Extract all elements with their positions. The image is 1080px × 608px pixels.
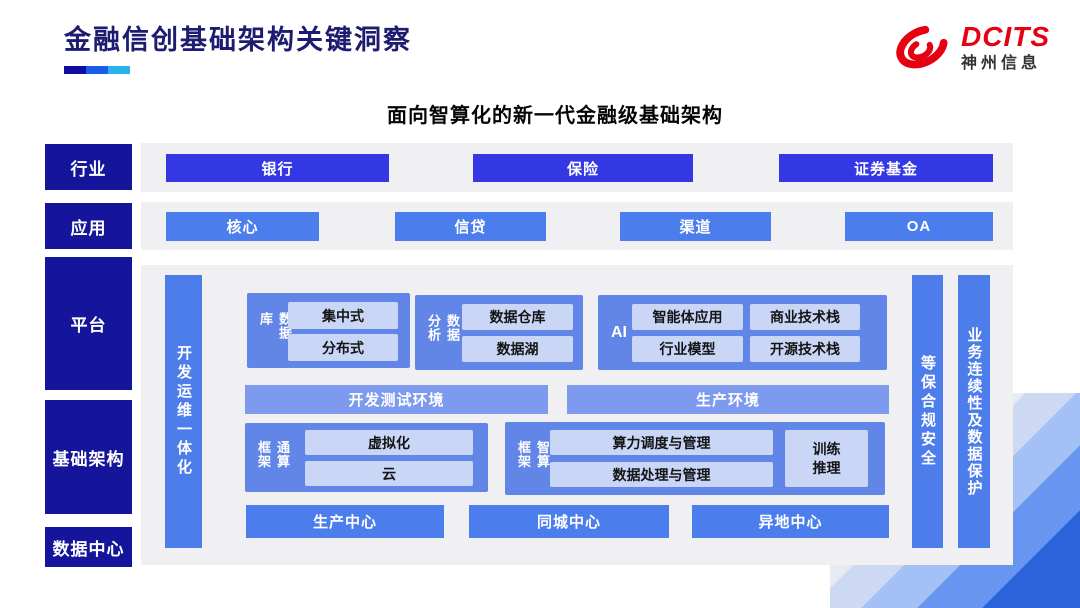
production-environment-bar: 生产环境 [567,385,889,414]
chip-virtualization: 虚拟化 [305,430,473,455]
company-logo: DCITS 神州信息 [891,16,1050,78]
security-compliance-vertical-bar: 等保合规安全 [912,275,943,548]
analytics-section-label: 数据分析 [426,313,460,342]
application-item-core: 核心 [166,212,319,241]
training-line: 训练 [812,440,841,457]
industry-row: 银行 保险 证券基金 [141,143,1013,192]
security-bar-label: 等保合规安全 [919,354,936,469]
production-center: 生产中心 [246,505,444,538]
page-title: 金融信创基础架构关键洞察 [64,25,412,55]
devops-bar-label: 开发运维一体化 [175,345,192,478]
side-label-platform: 平台 [45,257,132,390]
row-label-application: 应用 [45,203,132,249]
database-section: 数据库 集中式 分布式 [247,293,410,368]
devops-vertical-bar: 开发运维一体化 [165,275,202,548]
underline-segment [86,66,108,74]
title-underline [64,66,130,74]
chip-compute-scheduling: 算力调度与管理 [550,430,773,455]
remote-center: 异地中心 [692,505,889,538]
data-analytics-section: 数据分析 数据仓库 数据湖 [415,295,583,370]
inference-line: 推理 [812,459,841,476]
industry-item-securities-funds: 证券基金 [779,154,993,182]
side-label-datacenter: 数据中心 [45,527,132,567]
diagram-title: 面向智算化的新一代金融级基础架构 [387,105,723,127]
row-label-industry: 行业 [45,144,132,190]
application-item-channel: 渠道 [620,212,771,241]
chip-data-warehouse: 数据仓库 [462,304,573,330]
chip-data-lake: 数据湖 [462,336,573,362]
industry-item-insurance: 保险 [473,154,693,182]
general-compute-label: 通算框架 [256,440,290,469]
application-item-oa: OA [845,212,993,241]
application-item-credit: 信贷 [395,212,546,241]
logo-brand: DCITS [961,20,1050,52]
chip-commercial-stack: 商业技术栈 [750,304,860,330]
continuity-bar-label: 业务连续性及数据保护 [965,326,983,497]
chip-data-processing: 数据处理与管理 [550,462,773,487]
same-city-center: 同城中心 [469,505,669,538]
chip-opensource-stack: 开源技术栈 [750,336,860,362]
ai-section: AI 智能体应用 商业技术栈 行业模型 开源技术栈 [598,295,887,370]
industry-item-bank: 银行 [166,154,389,182]
underline-segment [108,66,130,74]
intelligent-compute-label: 智算框架 [516,440,550,469]
logo-company: 神州信息 [961,54,1042,72]
platform-panel: 开发运维一体化 等保合规安全 业务连续性及数据保护 数据库 集中式 分布式 数据… [141,265,1013,565]
chip-distributed-db: 分布式 [288,334,398,361]
general-compute-section: 通算框架 虚拟化 云 [245,423,488,492]
business-continuity-vertical-bar: 业务连续性及数据保护 [958,275,990,548]
underline-segment [64,66,86,74]
chip-centralized-db: 集中式 [288,302,398,329]
intelligent-compute-section: 智算框架 算力调度与管理 数据处理与管理 训练 推理 [505,422,885,495]
dcits-swirl-icon [891,16,953,78]
chip-agent-apps: 智能体应用 [632,304,743,330]
ai-section-label: AI [611,323,627,341]
chip-cloud: 云 [305,461,473,486]
chip-industry-models: 行业模型 [632,336,743,362]
logo-text: DCITS 神州信息 [961,20,1050,72]
dev-test-environment-bar: 开发测试环境 [245,385,548,414]
application-row: 核心 信贷 渠道 OA [141,202,1013,250]
side-label-infrastructure: 基础架构 [45,400,132,514]
chip-training-inference: 训练 推理 [785,430,868,487]
